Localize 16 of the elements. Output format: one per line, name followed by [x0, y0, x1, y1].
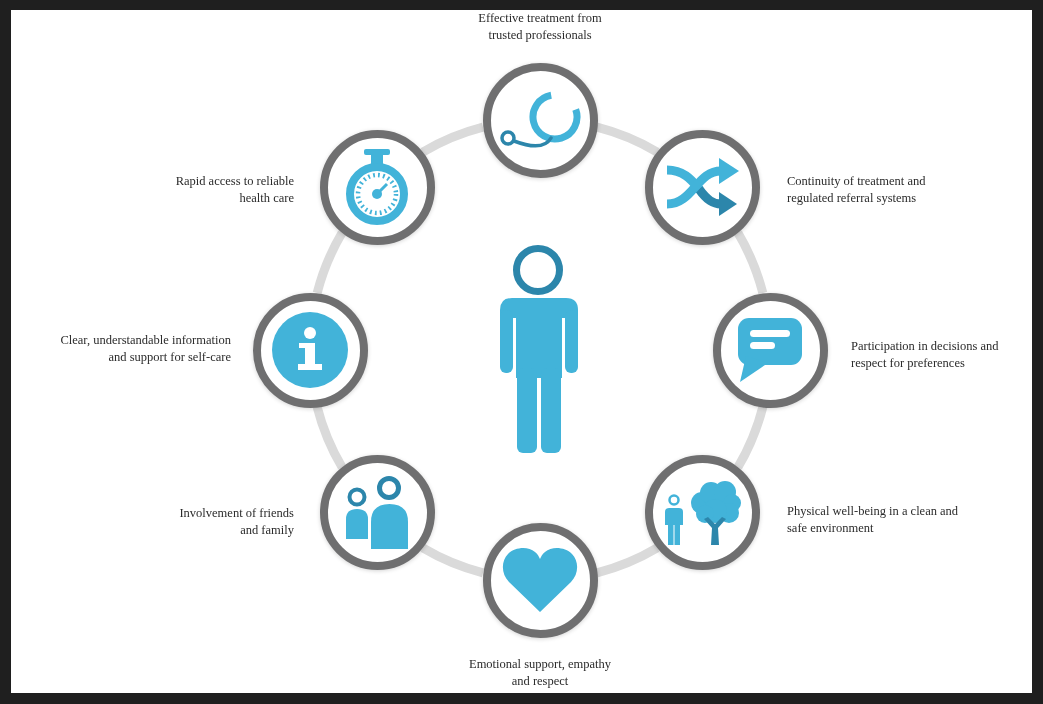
ring-connector — [733, 230, 768, 295]
ring-connector — [312, 230, 347, 295]
ring-connector — [420, 543, 485, 578]
caption-text: Clear, understandable information and support for self-care — [59, 332, 231, 366]
caption-text: Involvement of friends and family — [178, 505, 294, 539]
caption-text: Rapid access to reliable health care — [174, 173, 294, 207]
caption-text: Participation in decisions and respect for preferences — [851, 338, 1000, 372]
ring-connector — [595, 122, 660, 157]
ring-connector — [420, 122, 485, 157]
caption-text: Continuity of treatment and regulated referral systems — [787, 173, 927, 207]
ring-connector — [595, 543, 660, 578]
caption-text: Emotional support, empathy and respect — [468, 656, 612, 690]
caption-text: Effective treatment from trusted professionals — [477, 10, 603, 44]
caption-text: Physical well-being in a clean and safe environment — [787, 503, 960, 537]
ring-connector — [312, 405, 347, 470]
ring-connector — [733, 405, 768, 470]
